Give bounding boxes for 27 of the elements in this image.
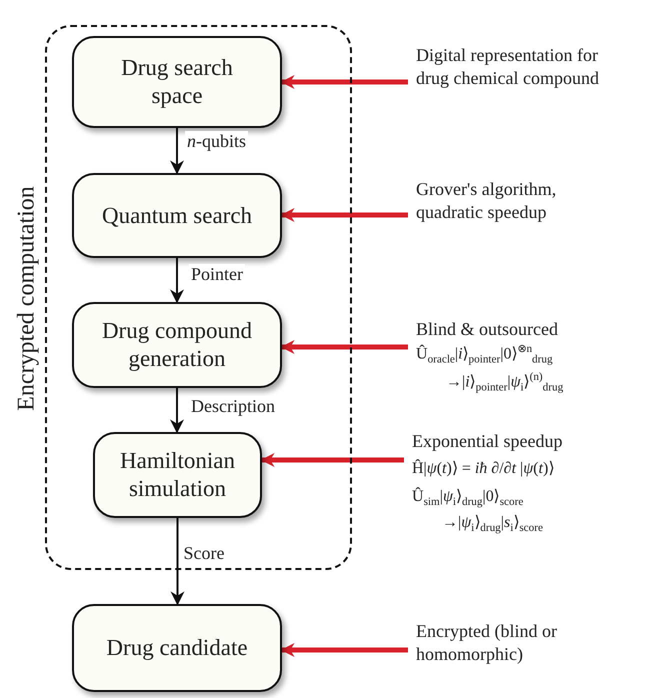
note-text: Digital representation for drug chemical compound bbox=[416, 44, 600, 90]
arrow bbox=[170, 388, 184, 434]
box-label: Drug candidate bbox=[106, 634, 248, 662]
arrow bbox=[170, 518, 184, 606]
arrow bbox=[280, 340, 408, 354]
process-box bbox=[93, 432, 262, 518]
process-box bbox=[72, 302, 282, 388]
process-box bbox=[72, 173, 282, 258]
arrow bbox=[280, 643, 408, 657]
group-title: Encrypted computation bbox=[14, 185, 40, 413]
box-label: Quantum search bbox=[102, 202, 252, 230]
box-label: Hamiltonian simulation bbox=[119, 447, 236, 503]
note-text: Encrypted (blind or homomorphic) bbox=[416, 620, 558, 666]
note-text: Exponential speedup bbox=[412, 430, 564, 453]
arrow bbox=[170, 128, 184, 174]
formula-text: →|ψ$_{i}$⟩$_{drug}$|s$_{i}$⟩$_{score}$ bbox=[441, 513, 544, 537]
arrow bbox=[260, 453, 404, 467]
box-label: Drug compound generation bbox=[100, 317, 254, 373]
formula-text: Û$_{sim}$|ψ$_{i}$⟩$_{drug}$|0⟩$_{score}$ bbox=[412, 486, 524, 511]
formula-text: Ĥ|ψ(t)⟩ = iħ ∂/∂t |ψ(t)⟩ bbox=[412, 458, 556, 480]
arrow bbox=[280, 208, 408, 222]
process-box bbox=[72, 604, 282, 692]
box-label: Drug search space bbox=[120, 54, 234, 110]
note-text: Blind & outsourced bbox=[416, 318, 559, 341]
process-box bbox=[72, 36, 282, 128]
arrow bbox=[170, 258, 184, 304]
note-text: Grover's algorithm, quadratic speedup bbox=[416, 178, 558, 224]
